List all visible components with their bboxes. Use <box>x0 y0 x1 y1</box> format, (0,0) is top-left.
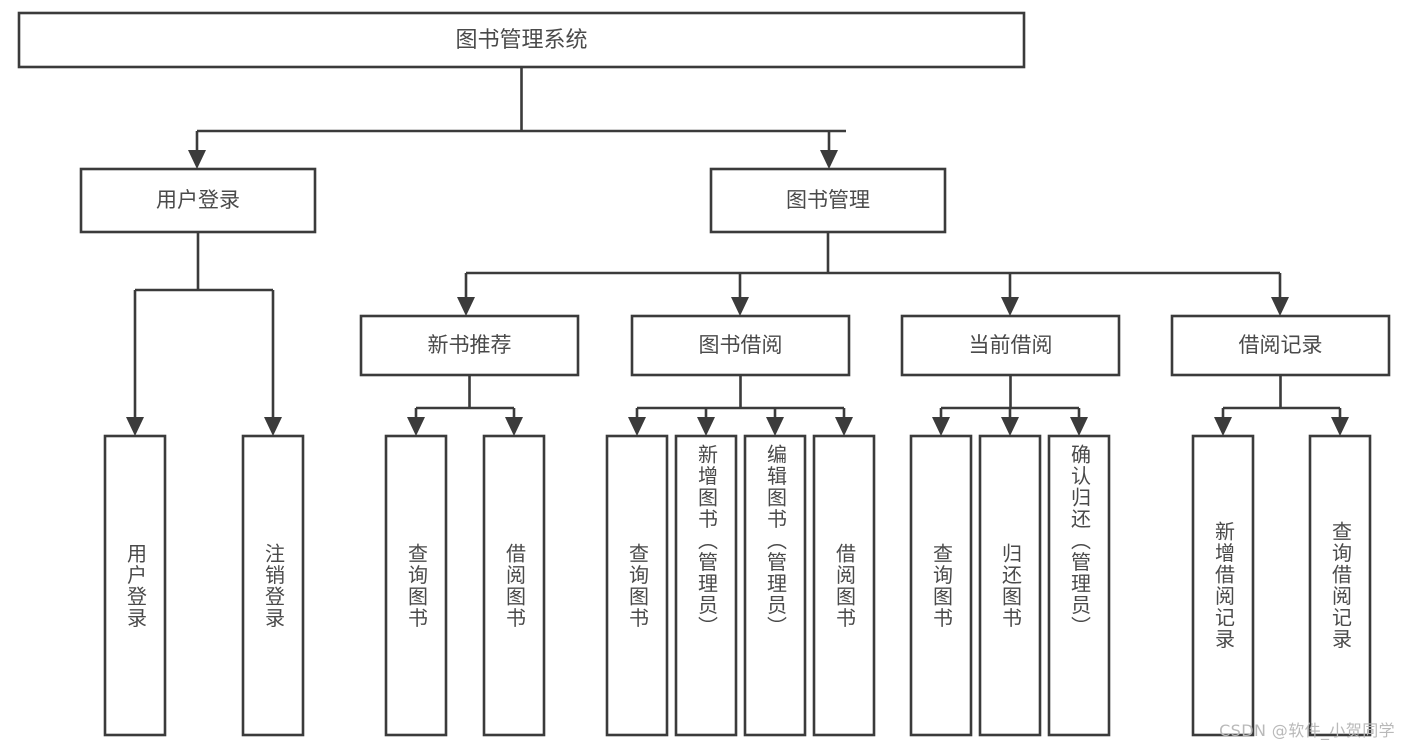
connector-borrow-record-to-leaves <box>1214 375 1349 436</box>
arrow-head-b4 <box>835 417 853 436</box>
leaf-box-book-borrow-1[interactable] <box>605 434 669 737</box>
node-new-book-recommend-box[interactable] <box>359 314 580 377</box>
node-borrow-record-box[interactable] <box>1170 314 1391 377</box>
arrow-head-c2 <box>1001 417 1019 436</box>
node-borrow-record[interactable]: 借阅记录 <box>1170 314 1391 377</box>
connector-new-book-to-leaves <box>407 375 523 436</box>
node-user-login[interactable]: 用户登录 <box>79 167 317 234</box>
connector-current-borrow-to-leaves <box>932 375 1088 436</box>
leaf-box-current-borrow-2[interactable] <box>978 434 1042 737</box>
arrow-head-r1 <box>1214 417 1232 436</box>
connector-book-mgmt-to-level3 <box>457 232 1289 316</box>
node-root[interactable]: 图书管理系统 <box>17 11 1026 69</box>
node-book-borrow[interactable]: 图书借阅 <box>630 314 851 377</box>
leaf-box-book-borrow-2[interactable] <box>674 434 738 737</box>
node-new-book-recommend-label: 新书推荐 <box>428 333 512 357</box>
node-new-book-recommend[interactable]: 新书推荐 <box>359 314 580 377</box>
node-book-management-box[interactable] <box>709 167 947 234</box>
arrow-head-c3 <box>1070 417 1088 436</box>
node-current-borrow-box[interactable] <box>900 314 1121 377</box>
arrow-head-b2 <box>697 417 715 436</box>
arrow-head-u1 <box>126 417 144 436</box>
arrow-head-book-mgmt <box>820 150 838 169</box>
arrow-head-c1 <box>932 417 950 436</box>
leaf-box-borrow-record-2[interactable] <box>1308 434 1372 737</box>
arrow-head-l3-2 <box>731 297 749 316</box>
node-book-borrow-box[interactable] <box>630 314 851 377</box>
node-book-management[interactable]: 图书管理 <box>709 167 947 234</box>
node-current-borrow[interactable]: 当前借阅 <box>900 314 1121 377</box>
arrow-head-b3 <box>766 417 784 436</box>
arrow-head-n1 <box>407 417 425 436</box>
leaf-box-book-borrow-3[interactable] <box>743 434 807 737</box>
arrow-head-r2 <box>1331 417 1349 436</box>
csdn-watermark: CSDN @软件_小贺同学 <box>1219 721 1395 740</box>
node-root-box[interactable] <box>17 11 1026 69</box>
node-user-login-label: 用户登录 <box>156 188 240 212</box>
leaf-box-new-book-1[interactable] <box>384 434 448 737</box>
arrow-head-user-login <box>188 150 206 169</box>
connector-user-login-to-leaves <box>126 232 282 436</box>
leaf-box-user-login-2[interactable] <box>241 434 305 737</box>
node-book-management-label: 图书管理 <box>786 188 870 212</box>
leaf-box-borrow-record-1[interactable] <box>1191 434 1255 737</box>
leaf-box-current-borrow-3[interactable] <box>1047 434 1111 737</box>
node-current-borrow-label: 当前借阅 <box>969 333 1053 357</box>
arrow-head-n2 <box>505 417 523 436</box>
arrow-head-l3-4 <box>1271 297 1289 316</box>
arrow-head-l3-3 <box>1001 297 1019 316</box>
arrow-head-l3-1 <box>457 297 475 316</box>
node-borrow-record-label: 借阅记录 <box>1239 333 1323 357</box>
arrow-head-u2 <box>264 417 282 436</box>
node-book-borrow-label: 图书借阅 <box>699 333 783 357</box>
leaf-box-book-borrow-4[interactable] <box>812 434 876 737</box>
connector-root-to-level2 <box>188 67 846 169</box>
connector-book-borrow-to-leaves <box>628 375 853 436</box>
arrow-head-b1 <box>628 417 646 436</box>
leaf-box-current-borrow-1[interactable] <box>909 434 973 737</box>
leaf-box-user-login-1[interactable] <box>103 434 167 737</box>
leaf-box-new-book-2[interactable] <box>482 434 546 737</box>
node-root-label: 图书管理系统 <box>455 28 587 53</box>
